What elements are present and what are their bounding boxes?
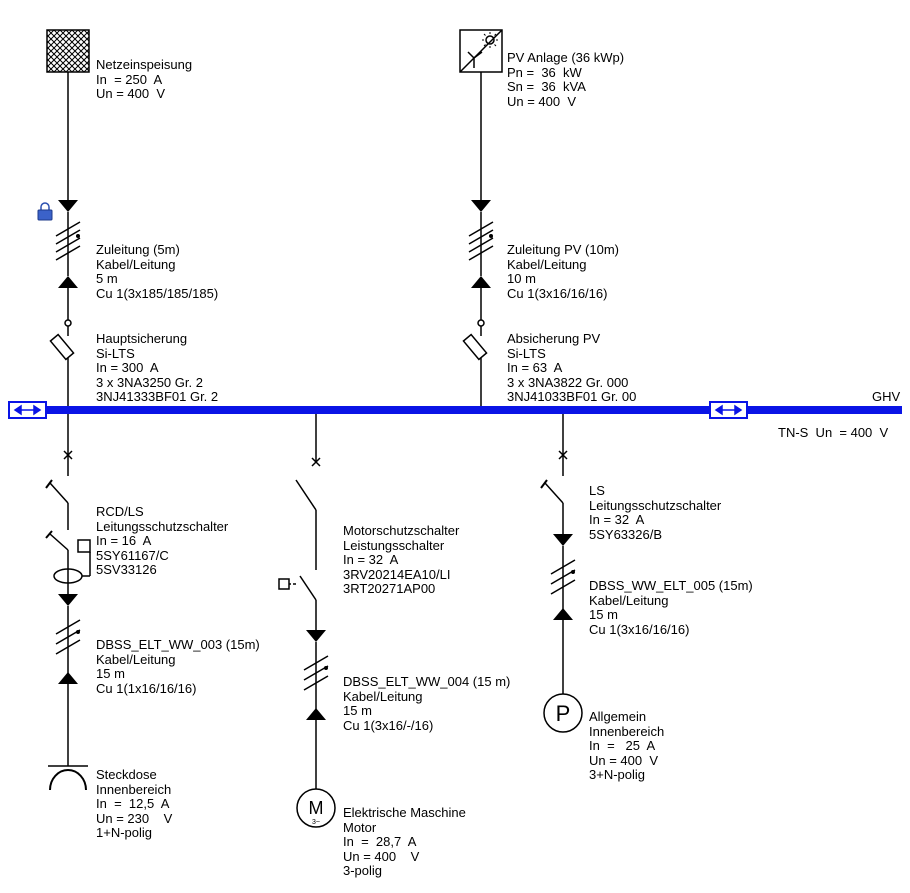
cable-icon[interactable] [303,630,329,720]
single-line-diagram: M 3~ P [8,29,902,828]
breaker-icon[interactable] [295,479,317,570]
load-letter: P [556,701,571,726]
motor-branch [278,414,336,828]
socket-icon[interactable] [48,765,88,791]
cable-icon[interactable] [55,200,81,288]
motor-icon[interactable] [296,788,336,828]
motor-letter: M [309,798,324,818]
fuse-icon[interactable] [462,326,488,410]
grid-feed-icon[interactable] [46,29,90,73]
busbar-name: GHV [872,389,901,404]
bus-coupler-icon[interactable] [709,401,748,419]
cable-icon[interactable] [550,534,576,620]
load-branch [540,414,583,733]
cable-icon[interactable] [468,200,494,288]
breaker-icon[interactable] [45,479,69,530]
busbar-system: TN-S Un = 400 V [778,425,889,440]
busbar[interactable] [8,401,902,419]
pv-inverter-icon[interactable] [459,29,503,73]
socket-branch [45,414,91,791]
fuse-icon[interactable] [49,326,75,410]
contactor-icon[interactable] [278,575,317,630]
grid-feed-branch [46,29,90,410]
rcd-icon[interactable] [45,530,91,594]
bus-coupler-icon[interactable] [8,401,47,419]
pv-branch [459,29,503,410]
cable-icon[interactable] [55,594,81,684]
motor-sub: 3~ [312,819,320,826]
breaker-icon[interactable] [540,479,564,534]
load-icon[interactable] [543,693,583,733]
lock-icon[interactable] [37,202,53,221]
